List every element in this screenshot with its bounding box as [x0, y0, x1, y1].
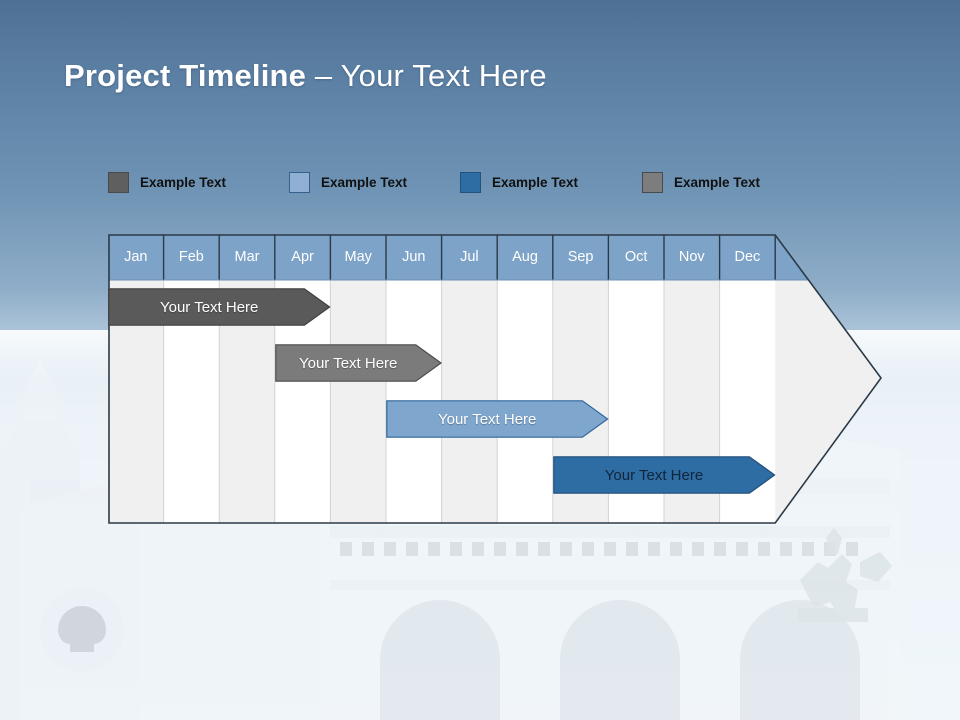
- task-bar-1[interactable]: Your Text Here: [108, 288, 331, 326]
- legend-item-2[interactable]: Example Text: [289, 169, 407, 195]
- legend-swatch-icon-2: [289, 171, 310, 193]
- legend-label-3: Example Text: [492, 174, 579, 190]
- month-header-feb[interactable]: Feb: [178, 249, 204, 265]
- legend-item-4[interactable]: Example Text: [642, 169, 760, 195]
- page-title-strong: Project Timeline: [64, 58, 307, 93]
- legend-item-1[interactable]: Example Text: [108, 169, 226, 195]
- month-header-jan[interactable]: Jan: [124, 249, 148, 265]
- month-header-jul[interactable]: Jul: [460, 249, 479, 265]
- legend-label-1: Example Text: [140, 174, 227, 190]
- task-bar-shape-1: [108, 288, 331, 326]
- legend-item-3[interactable]: Example Text: [460, 169, 578, 195]
- task-bar-2[interactable]: Your Text Here: [274, 344, 442, 382]
- task-bar-4[interactable]: Your Text Here: [552, 456, 776, 494]
- task-bar-shape-3: [386, 400, 609, 438]
- month-header-dec[interactable]: Dec: [734, 249, 761, 265]
- month-header-aug[interactable]: Aug: [512, 249, 538, 265]
- month-header-jun[interactable]: Jun: [402, 249, 426, 265]
- legend-swatch-icon-3: [460, 171, 481, 193]
- task-bar-shape-2: [274, 344, 442, 382]
- month-header-apr[interactable]: Apr: [291, 249, 314, 265]
- month-header-nov[interactable]: Nov: [678, 249, 705, 265]
- page-title-light: – Your Text Here: [306, 58, 547, 93]
- month-header-oct[interactable]: Oct: [624, 249, 648, 265]
- month-header-mar[interactable]: Mar: [234, 249, 260, 265]
- legend-swatch-icon-1: [108, 171, 129, 193]
- task-bar-shape-4: [552, 456, 776, 494]
- month-header-may[interactable]: May: [344, 249, 372, 265]
- legend-label-4: Example Text: [674, 174, 761, 190]
- legend-label-2: Example Text: [321, 174, 408, 190]
- legend: Example Text Example Text Example Text Exam…: [108, 169, 808, 195]
- timeline-chart: Jan Feb Mar Apr May Jun Jul Aug Sep Oct Nov Dec You…: [108, 234, 883, 524]
- task-bar-3[interactable]: Your Text Here: [386, 400, 609, 438]
- page-title: Project Timeline – Your Text Here: [64, 58, 547, 94]
- legend-swatch-icon-4: [642, 171, 663, 193]
- month-header-sep[interactable]: Sep: [567, 249, 594, 265]
